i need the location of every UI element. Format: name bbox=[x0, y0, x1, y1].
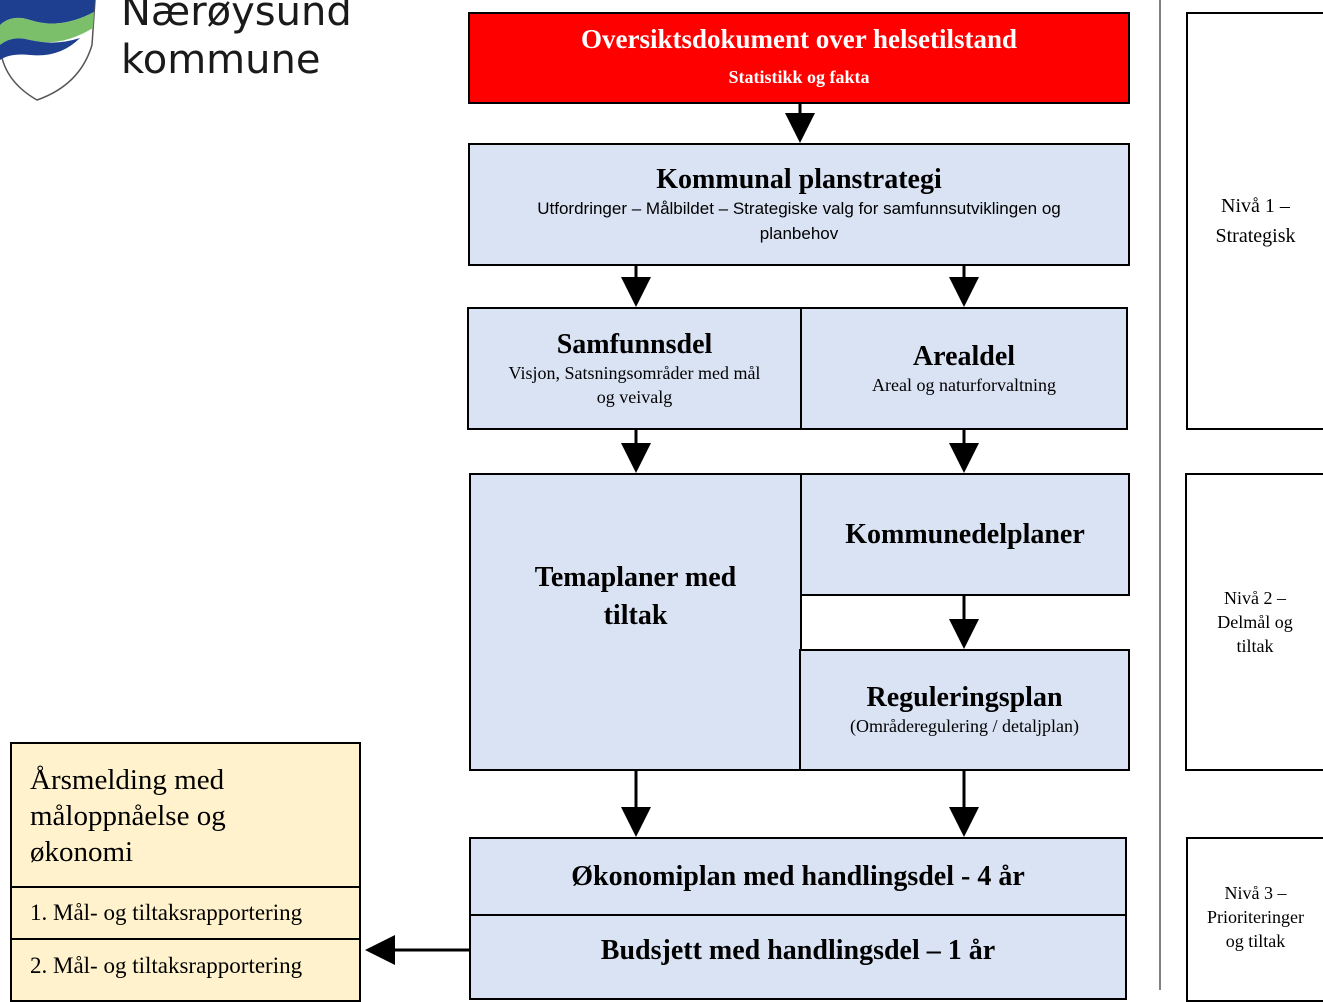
report-item: 1. Mål- og tiltaksrapportering bbox=[12, 886, 359, 938]
level-3-line3: og tiltak bbox=[1225, 931, 1286, 951]
arsmelding-box: Årsmelding med måloppnåelse og økonomi 1… bbox=[10, 742, 361, 1002]
level-3-line2: Prioriteringer bbox=[1207, 907, 1304, 927]
health-overview-subtitle: Statistikk og fakta bbox=[728, 67, 870, 87]
temaplaner-box: Temaplaner med tiltak bbox=[469, 473, 802, 771]
logo-name-line1: Nærøysund bbox=[121, 0, 352, 35]
level-3-line1: Nivå 3 – bbox=[1224, 883, 1287, 903]
okonomiplan-box: Økonomiplan med handlingsdel - 4 år bbox=[469, 837, 1127, 917]
health-overview-title: Oversiktsdokument over helsetilstand bbox=[580, 24, 1018, 54]
level-3-box: Nivå 3 – Prioriteringer og tiltak bbox=[1186, 837, 1323, 1002]
planstrategi-title: Kommunal planstrategi bbox=[656, 163, 942, 195]
temaplaner-title-line1: Temaplaner med bbox=[534, 562, 737, 593]
okonomiplan-title: Økonomiplan med handlingsdel - 4 år bbox=[571, 861, 1025, 892]
level-2-line1: Nivå 2 – bbox=[1224, 588, 1286, 608]
arsmelding-title: Årsmelding med måloppnåelse og økonomi bbox=[12, 744, 359, 870]
samfunnsdel-subtitle-line2: og veivalg bbox=[596, 386, 673, 407]
arealdel-box: Arealdel Areal og naturforvaltning bbox=[800, 307, 1128, 430]
kommunedelplaner-title: Kommunedelplaner bbox=[845, 518, 1085, 550]
samfunnsdel-title: Samfunnsdel bbox=[556, 328, 713, 360]
level-1-line2: Strategisk bbox=[1215, 225, 1296, 247]
samfunnsdel-box: Samfunnsdel Visjon, Satsningsområder med… bbox=[467, 307, 802, 430]
planstrategi-box: Kommunal planstrategi Utfordringer – Mål… bbox=[468, 143, 1130, 266]
level-1-line1: Nivå 1 – bbox=[1221, 195, 1290, 217]
report-item: 2. Mål- og tiltaksrapportering bbox=[12, 938, 359, 992]
arealdel-subtitle: Areal og naturforvaltning bbox=[872, 374, 1056, 395]
level-1-box: Nivå 1 – Strategisk bbox=[1186, 12, 1323, 430]
budsjett-title: Budsjett med handlingsdel – 1 år bbox=[600, 935, 996, 966]
arsmelding-title-line2: måloppnåelse og bbox=[30, 800, 226, 832]
level-2-line3: tiltak bbox=[1236, 636, 1274, 656]
level-2-line2: Delmål og bbox=[1217, 612, 1293, 632]
reguleringsplan-subtitle: (Områderegulering / detaljplan) bbox=[850, 716, 1079, 736]
level-2-box: Nivå 2 – Delmål og tiltak bbox=[1185, 473, 1323, 771]
reguleringsplan-box: Reguleringsplan (Områderegulering / deta… bbox=[799, 649, 1130, 771]
logo-name-line2: kommune bbox=[121, 37, 321, 83]
budsjett-box: Budsjett med handlingsdel – 1 år bbox=[469, 914, 1127, 1000]
health-overview-box: Oversiktsdokument over helsetilstand Sta… bbox=[468, 12, 1130, 104]
arealdel-title: Arealdel bbox=[912, 340, 1016, 372]
arsmelding-title-line3: økonomi bbox=[30, 836, 134, 868]
arsmelding-title-line1: Årsmelding med bbox=[30, 764, 225, 796]
planstrategi-subtitle-line1: Utfordringer – Målbildet – Strategiske v… bbox=[537, 198, 1061, 218]
logo: Nærøysund kommune bbox=[0, 0, 380, 110]
samfunnsdel-subtitle-line1: Visjon, Satsningsområder med mål bbox=[508, 362, 761, 383]
kommunedelplaner-box: Kommunedelplaner bbox=[800, 473, 1130, 596]
municipality-shield-icon bbox=[0, 0, 96, 101]
reguleringsplan-title: Reguleringsplan bbox=[866, 682, 1063, 713]
temaplaner-title-line2: tiltak bbox=[603, 600, 668, 631]
planstrategi-subtitle-line2: planbehov bbox=[759, 223, 839, 243]
